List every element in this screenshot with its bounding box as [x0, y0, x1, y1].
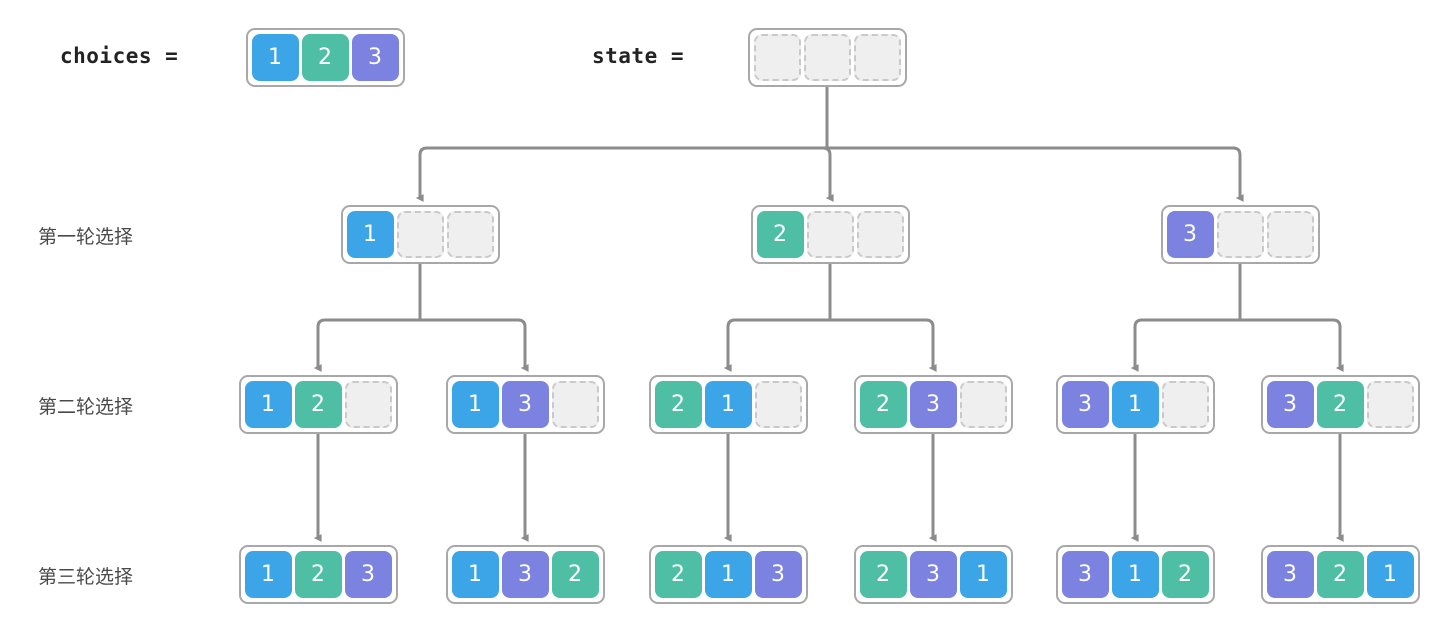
- node-l3-1-cell-1: 2: [294, 550, 342, 598]
- node-l1-1-cell-0: 1: [346, 210, 394, 258]
- edge: [313, 318, 420, 372]
- node-l2-4-cell-0: 2: [859, 380, 907, 428]
- node-l3-6-cell-2: 1: [1366, 550, 1414, 598]
- row-label-1: 第一轮选择: [38, 226, 134, 248]
- state-cell-1: [803, 33, 851, 81]
- node-l2-5-cell-0: 3: [1061, 380, 1109, 428]
- edge: [723, 318, 830, 372]
- edge: [415, 146, 827, 202]
- edge: [822, 146, 834, 202]
- node-l1-3-cell-2: [1266, 210, 1314, 258]
- node-l2-2-cell-0: 1: [451, 380, 499, 428]
- node-l2-3-cell-0: 2: [654, 380, 702, 428]
- node-l3-3-cell-0: 2: [654, 550, 702, 598]
- node-l1-3-cell-1: [1216, 210, 1264, 258]
- tree-node-l1-2: 2: [750, 204, 910, 264]
- node-l3-6-cell-1: 2: [1316, 550, 1364, 598]
- node-l2-4-cell-1: 3: [909, 380, 957, 428]
- node-l2-3-cell-2: [754, 380, 802, 428]
- node-l3-2-cell-2: 2: [551, 550, 599, 598]
- node-l3-3-cell-1: 1: [704, 550, 752, 598]
- choices-cell-2: 3: [351, 33, 399, 81]
- node-l3-4-cell-2: 1: [959, 550, 1007, 598]
- node-l3-1-cell-0: 1: [244, 550, 292, 598]
- choices-label: choices =: [60, 44, 179, 68]
- node-l2-3-cell-1: 1: [704, 380, 752, 428]
- tree-node-l1-3: 3: [1160, 204, 1320, 264]
- node-l1-2-cell-2: [856, 210, 904, 258]
- state-array: [747, 27, 907, 87]
- edge: [1130, 318, 1240, 372]
- node-l3-3-cell-2: 3: [754, 550, 802, 598]
- node-l1-1-cell-2: [446, 210, 494, 258]
- node-l2-2-cell-2: [551, 380, 599, 428]
- node-l3-5-cell-1: 1: [1111, 550, 1159, 598]
- tree-node-l1-1: 1: [340, 204, 500, 264]
- edge: [420, 318, 529, 372]
- node-l1-2-cell-1: [806, 210, 854, 258]
- node-l2-1-cell-0: 1: [244, 380, 292, 428]
- edge: [830, 318, 937, 372]
- node-l2-4-cell-2: [959, 380, 1007, 428]
- node-l2-1-cell-1: 2: [294, 380, 342, 428]
- choices-cell-1: 2: [301, 33, 349, 81]
- state-cell-2: [853, 33, 901, 81]
- node-l2-6-cell-0: 3: [1266, 380, 1314, 428]
- node-l1-2-cell-0: 2: [756, 210, 804, 258]
- node-l3-2-cell-0: 1: [451, 550, 499, 598]
- node-l3-5-cell-2: 2: [1161, 550, 1209, 598]
- node-l2-6-cell-2: [1366, 380, 1414, 428]
- edge: [827, 146, 1244, 202]
- edge: [1240, 318, 1344, 372]
- choices-cell-0: 1: [251, 33, 299, 81]
- state-cell-0: [753, 33, 801, 81]
- node-l3-4-cell-1: 3: [909, 550, 957, 598]
- node-l2-2-cell-1: 3: [501, 380, 549, 428]
- node-l1-1-cell-1: [396, 210, 444, 258]
- node-l2-6-cell-1: 2: [1316, 380, 1364, 428]
- node-l1-3-cell-0: 3: [1166, 210, 1214, 258]
- node-l3-6-cell-0: 3: [1266, 550, 1314, 598]
- row-label-3: 第三轮选择: [38, 566, 134, 588]
- node-l2-5-cell-1: 1: [1111, 380, 1159, 428]
- node-l3-1-cell-2: 3: [344, 550, 392, 598]
- row-label-2: 第二轮选择: [38, 396, 134, 418]
- node-l2-1-cell-2: [344, 380, 392, 428]
- node-l3-2-cell-1: 3: [501, 550, 549, 598]
- node-l3-4-cell-0: 2: [859, 550, 907, 598]
- node-l3-5-cell-0: 3: [1061, 550, 1109, 598]
- node-l2-5-cell-2: [1161, 380, 1209, 428]
- state-label: state =: [592, 44, 685, 68]
